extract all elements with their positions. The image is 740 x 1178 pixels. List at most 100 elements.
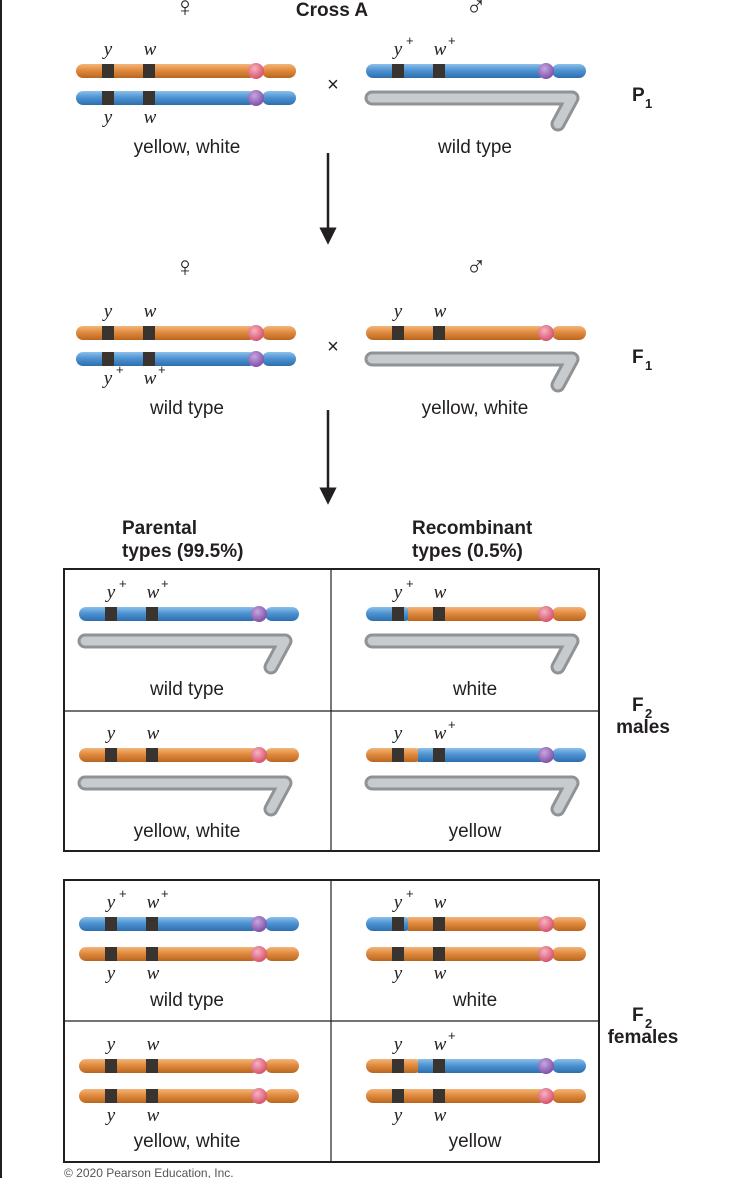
chrom-f2-male-recomb-yellow-w-label: w+ [434, 717, 456, 744]
chrom-f2-female-recomb-yellow-1-y-label: y [392, 1034, 403, 1055]
chrom-p1-female-2-y-label: y [102, 107, 113, 128]
svg-text:w: w [434, 1034, 447, 1055]
parental-header-line2: types (99.5%) [122, 541, 243, 562]
chrom-p1-female-2-w-label: w [144, 107, 157, 128]
chrom-f2-male-parental-yw-y [77, 775, 293, 817]
svg-text:+: + [119, 576, 127, 591]
chrom-p1-male-y [364, 90, 580, 132]
svg-text:y: y [392, 1034, 403, 1055]
svg-text:F: F [632, 1005, 644, 1026]
copyright-notice: © 2020 Pearson Education, Inc. [64, 1166, 234, 1178]
svg-text:w: w [434, 301, 447, 322]
chrom-f2-female-recomb-yellow-2-w-label: w [434, 1105, 447, 1126]
svg-text:+: + [116, 362, 124, 377]
svg-text:y: y [105, 963, 116, 984]
svg-text:y: y [105, 1034, 116, 1055]
parental-header-line1: Parental [122, 518, 197, 539]
recombinant-header-line2: types (0.5%) [412, 541, 523, 562]
svg-text:+: + [448, 717, 456, 732]
chrom-f2-male-parental-wild-y-label: y+ [105, 576, 127, 603]
cross-symbol-p1: × [327, 74, 339, 96]
male-symbol-p1: ♂ [466, 0, 487, 22]
svg-text:w: w [144, 107, 157, 128]
cross-symbol-f1: × [327, 336, 339, 358]
svg-text:+: + [406, 33, 414, 48]
phenotype-f2-female-recombinant-2: yellow [449, 1131, 502, 1152]
svg-text:w: w [147, 892, 160, 913]
svg-text:y: y [392, 301, 403, 322]
chrom-f2-female-parental-yw-2 [79, 1088, 299, 1104]
svg-text:w: w [144, 39, 157, 60]
chrom-f2-female-recomb-white-2-w-label: w [434, 963, 447, 984]
chrom-f2-female-parental-yw-1-y-label: y [105, 1034, 116, 1055]
svg-text:y: y [105, 892, 116, 913]
svg-text:y: y [392, 582, 403, 603]
chrom-f2-female-parental-wild-1-w-label: w+ [147, 886, 169, 913]
svg-text:F: F [632, 695, 644, 716]
svg-text:2: 2 [645, 1016, 652, 1031]
chrom-f2-female-recomb-yellow-1 [366, 1058, 586, 1074]
chrom-f2-female-recomb-yellow-2-y-label: y [392, 1105, 403, 1126]
phenotype-f2-female-recombinant-1: white [452, 990, 497, 1011]
svg-text:+: + [448, 33, 456, 48]
chrom-f1-male-x-y-label: y [392, 301, 403, 322]
chrom-f2-male-recomb-yellow [366, 747, 586, 763]
svg-text:+: + [161, 576, 169, 591]
svg-text:2: 2 [645, 706, 652, 721]
chromosome-layer [76, 63, 586, 1104]
chrom-f1-female-2-w-label: w+ [144, 362, 166, 389]
chrom-f2-male-recomb-white-y-label: y+ [392, 576, 414, 603]
chrom-f2-male-parental-yw-w-label: w [147, 723, 160, 744]
f2-females-table [63, 879, 600, 1163]
svg-text:1: 1 [645, 96, 652, 111]
chrom-f2-female-parental-wild-1 [79, 916, 299, 932]
chrom-p1-female-2 [76, 90, 296, 106]
chrom-f2-female-parental-yw-1 [79, 1058, 299, 1074]
chrom-f2-male-parental-wild [79, 606, 299, 622]
svg-text:+: + [161, 886, 169, 901]
chrom-f2-female-parental-yw-1-w-label: w [147, 1034, 160, 1055]
svg-text:w: w [147, 963, 160, 984]
chrom-p1-male-x-w-label: w+ [434, 33, 456, 60]
phenotype-p1-female: yellow, white [134, 137, 241, 158]
chrom-f1-female-1-y-label: y [102, 301, 113, 322]
chrom-p1-female-1-y-label: y [102, 39, 113, 60]
phenotype-f1-female: wild type [149, 398, 224, 419]
chrom-f2-female-recomb-white-2-y-label: y [392, 963, 403, 984]
chrom-f2-male-recomb-white-y [364, 633, 580, 675]
chrom-f2-female-recomb-white-1 [366, 916, 586, 932]
chrom-f2-female-parental-yw-2-w-label: w [147, 1105, 160, 1126]
female-symbol-p1: ♀ [175, 0, 196, 22]
generation-label-f2-males: F 2 males [616, 695, 670, 738]
chrom-f2-female-parental-wild-1-y-label: y+ [105, 886, 127, 913]
generation-label-p1: P 1 [632, 85, 652, 111]
phenotype-p1-male: wild type [437, 137, 512, 158]
male-symbol-f1: ♂ [466, 251, 487, 282]
chrom-f1-male-y [364, 351, 580, 393]
chrom-f2-female-parental-wild-2-w-label: w [147, 963, 160, 984]
recombinant-header-line1: Recombinant [412, 518, 533, 539]
chrom-f2-female-recomb-white-1-w-label: w [434, 892, 447, 913]
chrom-f2-female-recomb-yellow-1-w-label: w+ [434, 1028, 456, 1055]
svg-text:females: females [608, 1027, 679, 1048]
chrom-f2-female-parental-wild-2 [79, 946, 299, 962]
phenotype-f2-male-recombinant-1: white [452, 679, 497, 700]
phenotype-f1-male: yellow, white [422, 398, 529, 419]
chrom-f2-male-parental-yw-y-label: y [105, 723, 116, 744]
svg-text:+: + [448, 1028, 456, 1043]
svg-text:w: w [144, 301, 157, 322]
generation-label-f1: F 1 [632, 347, 652, 373]
chrom-f2-male-recomb-yellow-y [364, 775, 580, 817]
chrom-f1-female-2 [76, 351, 296, 367]
svg-text:y: y [105, 582, 116, 603]
svg-text:y: y [102, 39, 113, 60]
generation-label-f2-females: F 2 females [608, 1005, 679, 1048]
chrom-f1-female-1 [76, 325, 296, 341]
chrom-f2-male-recomb-white [366, 606, 586, 622]
svg-text:w: w [434, 582, 447, 603]
svg-text:1: 1 [645, 358, 652, 373]
phenotype-f2-female-parental-2: yellow, white [134, 1131, 241, 1152]
chrom-f2-male-parental-wild-w-label: w+ [147, 576, 169, 603]
